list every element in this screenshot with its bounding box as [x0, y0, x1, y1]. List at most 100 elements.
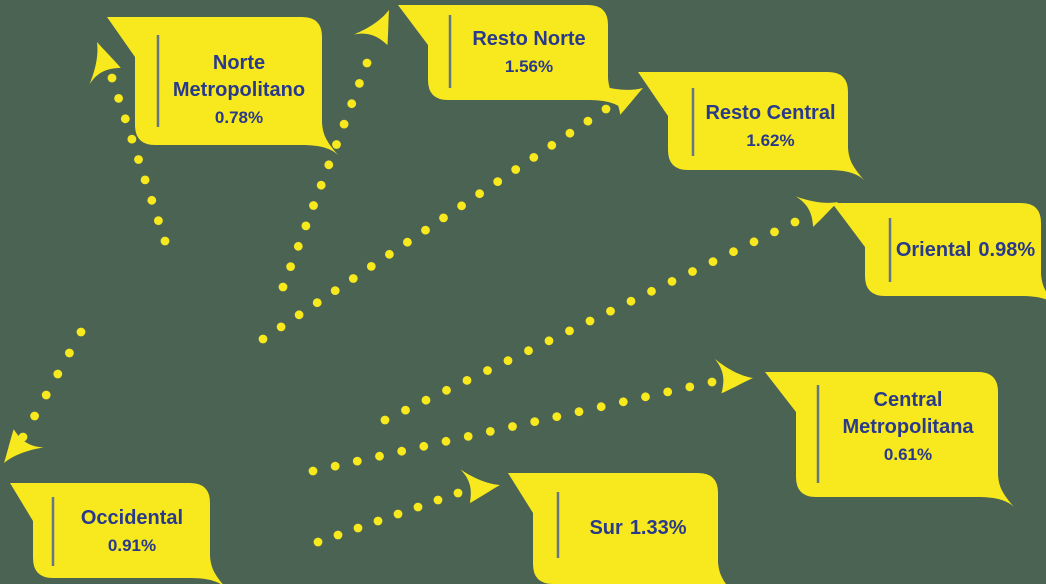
- arrow-dot: [76, 327, 86, 337]
- arrow-dot: [294, 310, 304, 320]
- arrow-norte-metropolitano: [89, 42, 170, 246]
- arrow-dot: [565, 326, 574, 336]
- arrow-dot: [441, 436, 451, 446]
- arrow-occidental: [4, 327, 86, 463]
- arrow-dot: [353, 523, 363, 533]
- arrowhead-central-metropolitana: [714, 358, 753, 394]
- arrow-dot: [419, 441, 429, 451]
- arrow-dot: [530, 417, 540, 426]
- arrow-dot: [366, 262, 376, 271]
- arrowhead-sur: [460, 469, 500, 504]
- arrow-dot: [401, 405, 410, 415]
- arrow-dot: [647, 286, 656, 296]
- arrow-dot: [667, 277, 677, 286]
- arrow-dot: [333, 530, 343, 540]
- arrow-dot: [524, 346, 533, 356]
- arrow-dot: [790, 217, 800, 227]
- arrow-dot: [309, 201, 318, 210]
- arrow-dot: [330, 286, 340, 295]
- callout-shape-occidental: [10, 483, 223, 584]
- arrow-dot: [601, 104, 611, 114]
- arrow-dot: [301, 221, 311, 231]
- arrow-resto-norte: [278, 10, 389, 292]
- arrowhead-occidental: [4, 429, 44, 463]
- arrow-dot: [626, 296, 636, 306]
- arrow-dot: [663, 387, 673, 397]
- arrow-dot: [463, 432, 473, 441]
- arrow-dot: [511, 165, 521, 174]
- arrow-dot: [508, 422, 517, 431]
- callout-shape-central-metropolitana: [765, 372, 1014, 507]
- arrow-dot: [355, 79, 364, 88]
- arrow-dot: [140, 175, 150, 185]
- arrow-dot: [585, 316, 595, 326]
- arrow-dot: [332, 140, 341, 149]
- arrow-dot: [258, 334, 268, 344]
- arrow-dot: [475, 189, 484, 199]
- arrow-dot: [685, 382, 695, 392]
- arrow-dot: [127, 134, 137, 144]
- arrow-dot: [770, 227, 779, 237]
- arrow-dot: [30, 411, 39, 421]
- arrow-dot: [403, 237, 412, 247]
- arrow-dot: [348, 274, 358, 283]
- arrow-dot: [457, 201, 466, 211]
- arrow-dot: [278, 282, 288, 292]
- arrow-dot: [160, 236, 170, 246]
- arrowhead-oriental: [795, 196, 838, 227]
- callout-shape-resto-norte: [398, 5, 624, 110]
- arrow-dot: [749, 237, 759, 247]
- arrow-dot: [393, 509, 403, 519]
- arrowhead-norte-metropolitano: [89, 42, 121, 85]
- arrow-dot: [65, 348, 74, 358]
- arrow-dot: [462, 376, 472, 385]
- arrow-dot: [618, 397, 628, 407]
- arrow-dot: [493, 177, 503, 187]
- arrow-dot: [688, 267, 697, 276]
- arrow-dot: [421, 395, 431, 405]
- arrow-dot: [312, 298, 322, 308]
- arrow-dot: [276, 322, 286, 332]
- callout-shape-norte-metropolitano: [107, 17, 338, 155]
- arrow-dot: [53, 369, 63, 379]
- arrow-dot: [485, 427, 495, 436]
- arrow-dot: [286, 262, 295, 271]
- arrow-dot: [147, 195, 157, 205]
- arrow-dot: [574, 407, 584, 417]
- arrow-dot: [339, 119, 349, 129]
- arrow-dot: [707, 377, 717, 387]
- arrow-dot: [529, 153, 539, 162]
- arrowhead-resto-norte: [353, 10, 389, 46]
- callout-shape-oriental: [832, 203, 1046, 300]
- arrow-dot: [397, 446, 407, 456]
- arrow-sur: [313, 469, 500, 547]
- arrow-dot: [596, 402, 606, 412]
- callout-shape-sur: [508, 473, 727, 584]
- arrow-dot: [483, 366, 492, 375]
- arrow-dot: [729, 247, 738, 257]
- arrow-dot: [708, 257, 718, 266]
- arrow-dot: [114, 94, 123, 103]
- arrow-dot: [293, 241, 303, 251]
- arrow-dot: [313, 537, 323, 547]
- arrow-dot: [352, 456, 362, 466]
- arrow-dot: [547, 140, 557, 150]
- arrow-dot: [154, 216, 163, 226]
- arrow-dot: [606, 306, 615, 316]
- arrow-dot: [347, 99, 357, 109]
- arrow-dot: [324, 160, 334, 170]
- callout-shape-resto-central: [638, 72, 864, 180]
- arrow-dot: [375, 451, 384, 461]
- arrow-dot: [641, 392, 650, 402]
- arrow-dot: [442, 385, 451, 395]
- arrow-dot: [439, 213, 448, 223]
- arrow-dot: [385, 249, 394, 259]
- arrow-dot: [380, 415, 390, 425]
- arrow-dot: [120, 114, 130, 124]
- arrow-dot: [134, 155, 143, 164]
- arrow-dot: [544, 336, 554, 346]
- arrow-dot: [503, 356, 513, 365]
- arrow-dot: [330, 461, 340, 471]
- arrow-dot: [565, 128, 575, 138]
